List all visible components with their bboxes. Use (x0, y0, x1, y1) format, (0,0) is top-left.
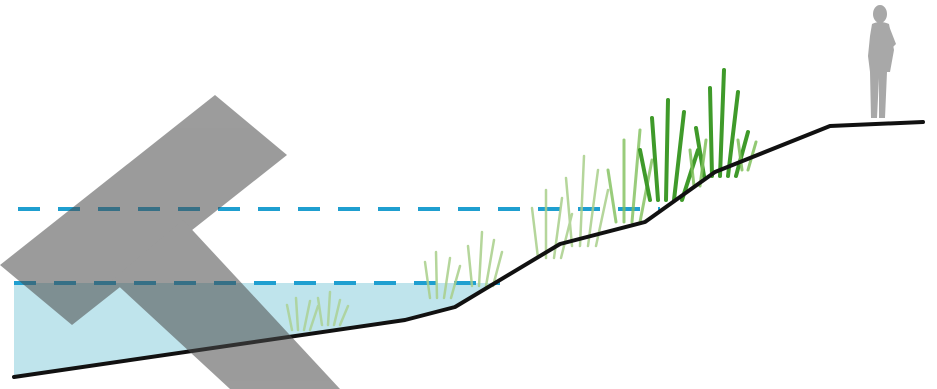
grass-clump-icon (468, 232, 502, 286)
emergent-plants (425, 156, 608, 298)
person-silhouette-icon (868, 5, 896, 118)
upland-plants (608, 70, 756, 222)
